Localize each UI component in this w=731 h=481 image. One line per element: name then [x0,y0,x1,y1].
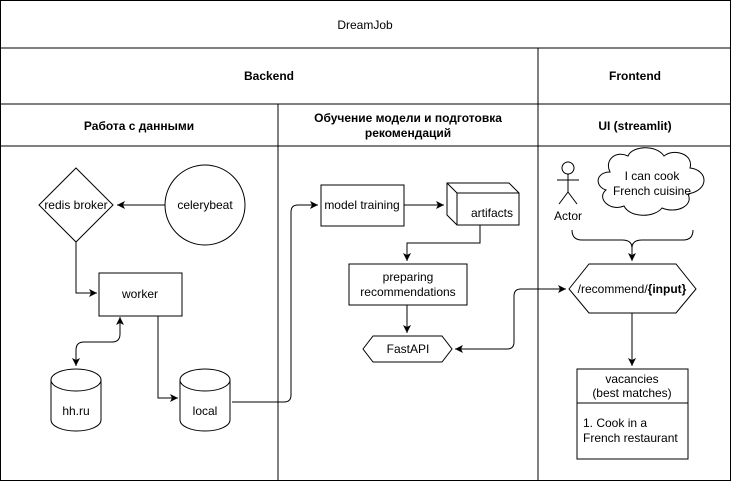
training-lane-header-line2: рекомендаций [365,126,451,140]
connectors [72,201,694,403]
celerybeat-label: celerybeat [177,198,233,212]
recommend-input-param: {input} [648,282,687,296]
preparing-recommendations-node[interactable]: preparing recommendations [348,263,468,306]
redis-broker-label: redis broker [44,198,107,212]
edge-redis-to-worker [75,242,97,297]
user-query-cloud[interactable]: I can cook French cuisine [597,147,705,216]
vacancy-item-line2: French restaurant [583,431,678,445]
edge-worker-hhru [72,317,124,366]
diagram-title: DreamJob [337,18,393,32]
edge-local-to-training [232,201,318,403]
actor-figure: Actor [554,161,582,223]
recommend-path: /recommend/ [578,282,649,296]
ui-lane-header: UI (streamlit) [598,119,671,133]
fastapi-label: FastAPI [387,342,430,356]
recommend-endpoint-label: /recommend/{input} [578,282,687,296]
vacancy-item-line1: 1. Cook in a [583,416,647,430]
vacancies-title: vacancies [605,372,658,386]
actor-label: Actor [554,209,582,223]
model-training-node[interactable]: model training [320,184,405,227]
edge-fastapi-recommend [455,285,566,353]
preparing-label-line2: recommendations [360,285,455,299]
cloud-label-line2: French cuisine [613,184,691,198]
cloud-label-line1: I can cook [625,169,681,183]
fastapi-node[interactable]: FastAPI [362,335,453,363]
local-database[interactable]: local [179,368,231,432]
artifacts-node[interactable]: artifacts [446,182,520,226]
artifacts-label: artifacts [471,206,513,220]
edge-artifacts-to-preparing [403,225,481,261]
backend-header: Backend [244,69,294,83]
frontend-header: Frontend [609,69,661,83]
data-lane-header: Работа с данными [84,119,194,133]
worker-node[interactable]: worker [98,272,183,317]
edge-worker-to-local [157,316,178,402]
redis-broker-node[interactable]: redis broker [38,167,114,243]
recommend-endpoint-node[interactable]: /recommend/{input} [568,263,697,314]
local-label: local [193,404,218,418]
model-training-label: model training [324,198,399,212]
training-lane-header-line1: Обучение модели и подготовка [314,111,502,125]
celerybeat-node[interactable]: celerybeat [164,164,246,246]
vacancies-subtitle: (best matches) [592,386,671,400]
preparing-label-line1: preparing [383,270,434,284]
vacancies-list[interactable]: vacancies (best matches) 1. Cook in a Fr… [576,368,689,460]
hhru-database[interactable]: hh.ru [50,368,102,432]
worker-label: worker [121,287,158,301]
hhru-label: hh.ru [62,404,89,418]
